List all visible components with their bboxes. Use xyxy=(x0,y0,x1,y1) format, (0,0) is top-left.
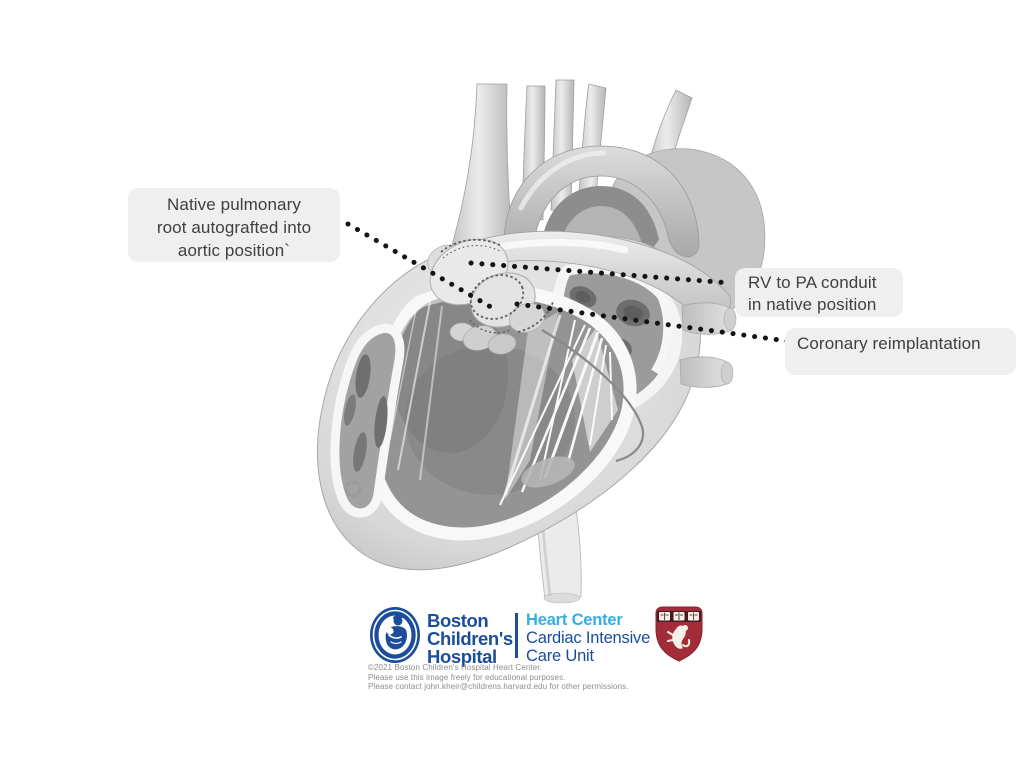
leader-line-autograft xyxy=(345,221,499,313)
pulmonary-vein-stubs xyxy=(679,302,737,388)
department-line: Heart Center xyxy=(526,611,623,629)
coronary-artery-line xyxy=(541,329,644,463)
copyright-line: Please use this image freely for educati… xyxy=(368,672,566,682)
leader-line-conduit xyxy=(468,260,734,286)
hospital-name-line: Children's xyxy=(427,628,513,649)
harvard-medical-school-shield-icon xyxy=(655,606,703,662)
hospital-name: Boston Children's Hospital xyxy=(427,610,513,667)
lion-rampant xyxy=(667,625,691,649)
right-ventricle-cavity xyxy=(330,323,405,518)
nurse-and-child-emblem-icon xyxy=(370,607,420,663)
copyright-line: Please contact john.kheir@childrens.harv… xyxy=(368,682,629,691)
hospital-name-line: Boston xyxy=(427,610,489,631)
label-line: Native pulmonary xyxy=(167,195,301,214)
department-name: Heart Center Cardiac Intensive Care Unit xyxy=(526,611,650,665)
label-line: in native position xyxy=(748,295,877,314)
label-rv-pa-conduit: RV to PA conduit in native position xyxy=(735,268,903,317)
label-coronary-reimplantation: Coronary reimplantation xyxy=(785,328,1016,375)
logo-divider xyxy=(515,613,518,658)
label-native-pulmonary-root: Native pulmonary root autografted into a… xyxy=(128,188,340,262)
hospital-name-line: Hospital xyxy=(427,646,497,667)
label-line: aortic position` xyxy=(177,241,291,260)
label-line: root autografted into xyxy=(156,218,312,237)
label-line: Coronary reimplantation xyxy=(797,334,981,353)
copyright-line: ©2021 Boston Children's Hospital Heart C… xyxy=(368,663,542,672)
copyright-text: ©2021 Boston Children's Hospital Heart C… xyxy=(368,663,629,692)
leader-line-coronary xyxy=(514,301,790,344)
department-line: Care Unit xyxy=(526,647,594,665)
department-line: Cardiac Intensive xyxy=(526,629,651,647)
label-line: RV to PA conduit xyxy=(748,273,877,292)
chordae-fan xyxy=(389,299,618,506)
suture-lines xyxy=(440,238,554,334)
autograft-root xyxy=(427,238,554,355)
